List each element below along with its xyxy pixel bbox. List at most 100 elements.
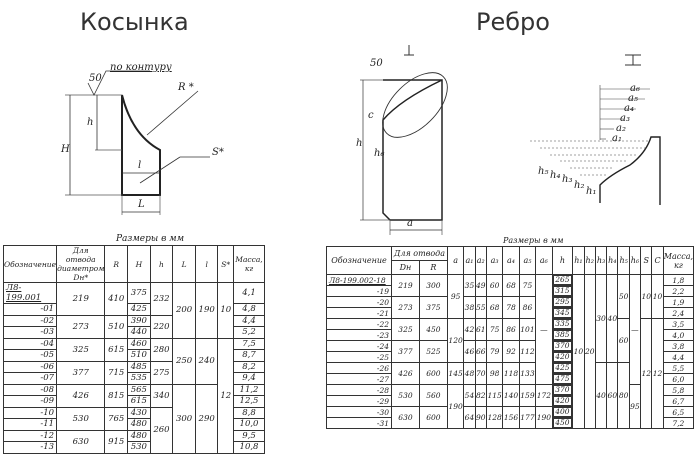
h3: 30 <box>594 274 608 363</box>
a: 145 <box>446 362 465 385</box>
detail-label-h3: h₃ <box>562 174 573 185</box>
a2: 49 <box>474 274 487 297</box>
h: 475 <box>551 373 574 385</box>
header-row: Обозначение Для отвода a a₁ a₂ a₃ a₄ a₅ … <box>326 246 695 275</box>
l: 290 <box>194 383 219 454</box>
designation: -10 <box>2 406 58 419</box>
col-a1: a₁ <box>463 246 476 275</box>
col-S: S* <box>217 245 234 283</box>
h: 420 <box>551 395 574 407</box>
mass: 3,8 <box>662 340 695 352</box>
table-row: -07 535 9,4 <box>2 372 265 385</box>
a3: 68 <box>485 296 504 319</box>
detail-label-a6: a₆ <box>630 83 640 94</box>
label-L: L <box>138 199 145 210</box>
table-row: -24 377 525 46 66 79 92 112 370 3,8 <box>326 340 695 363</box>
designation: -30 <box>326 406 392 418</box>
table-row: -30 630 600 64 90 128 156 177 190 400 6,… <box>326 406 695 429</box>
r: 715 <box>104 360 129 385</box>
dn: 325 <box>56 337 106 362</box>
h: 370 <box>551 340 574 352</box>
dn: 426 <box>391 362 420 385</box>
h: 335 <box>551 318 574 330</box>
a2: 61 <box>474 318 487 341</box>
h4: 40 <box>606 274 619 363</box>
L: 250 <box>172 337 196 385</box>
r: 375 <box>418 296 448 319</box>
col-h: h <box>551 246 574 275</box>
col-h3: h₃ <box>594 246 608 275</box>
mass: 8,2 <box>233 360 265 373</box>
designation: -05 <box>2 349 58 362</box>
col-h5: h₅ <box>617 246 630 275</box>
mass: 7,2 <box>662 417 695 429</box>
a3: 79 <box>485 340 504 363</box>
mass: 6,0 <box>662 373 695 385</box>
r: 510 <box>104 314 129 339</box>
H: 430 <box>127 406 151 419</box>
h: 420 <box>551 351 574 363</box>
a5: 86 <box>518 296 537 319</box>
h: 280 <box>149 337 174 362</box>
designation: Л8-199.001 <box>2 282 58 304</box>
a3: 115 <box>485 384 504 407</box>
r: 815 <box>104 383 129 408</box>
table-row: -28 530 560 190 54 82 115 140 159 172 37… <box>326 384 695 429</box>
detail-label-a1: a₁ <box>612 133 622 144</box>
designation: -19 <box>326 285 392 297</box>
S: 12 <box>640 318 653 429</box>
table-row: Л8-199.001 219 410 375 232 200 190 10 4,… <box>2 282 265 339</box>
rib-table: Обозначение Для отвода a a₁ a₂ a₃ a₄ a₅ … <box>326 246 695 429</box>
dn: 630 <box>56 429 106 454</box>
a3: 128 <box>485 406 504 429</box>
mass: 6,7 <box>662 395 695 407</box>
table-row: -21 345 2,4 <box>326 307 695 319</box>
col-a6: a₆ <box>535 246 553 275</box>
a2: 82 <box>474 384 487 407</box>
h: 315 <box>551 285 574 297</box>
designation: -11 <box>2 418 58 431</box>
designation: -09 <box>2 395 58 408</box>
a1: 46 <box>463 340 476 363</box>
designation: -24 <box>326 340 392 352</box>
table-row: -26 426 600 145 48 70 98 118 133 425 40 … <box>326 362 695 429</box>
gusset-drawing <box>65 70 210 215</box>
dn: 325 <box>391 318 420 341</box>
table-row: -01 425 4,8 <box>2 303 265 316</box>
h: 265 <box>551 274 574 286</box>
designation: -28 <box>326 384 392 396</box>
h: 295 <box>551 296 574 308</box>
a4: 78 <box>502 296 520 319</box>
a4: 140 <box>502 384 520 407</box>
designation: -01 <box>2 303 58 316</box>
mass: 4,8 <box>233 303 265 316</box>
mass: 6,5 <box>662 406 695 418</box>
a4: 86 <box>502 318 520 341</box>
a5: 133 <box>518 362 537 385</box>
mass: 8,7 <box>233 349 265 362</box>
mass: 5,5 <box>662 362 695 374</box>
detail-label-a2: a₂ <box>616 123 626 134</box>
h: 450 <box>551 417 574 429</box>
title-kosynka: Косынка <box>80 8 189 36</box>
a1: 64 <box>463 406 476 429</box>
label-h: h <box>87 117 94 128</box>
designation: -03 <box>2 326 58 339</box>
table-row: Л8-199.002-18 219 300 95 35 49 60 68 75 … <box>326 274 695 429</box>
a1: 38 <box>463 296 476 319</box>
h: 345 <box>551 307 574 319</box>
a1: 48 <box>463 362 476 385</box>
rib-label-a: a <box>407 218 413 229</box>
col-a5: a₅ <box>518 246 537 275</box>
r: 600 <box>418 406 448 429</box>
designation: -22 <box>326 318 392 330</box>
dn: 530 <box>391 384 420 407</box>
table-row: -06 377 715 485 275 8,2 <box>2 360 265 385</box>
h6: 95 <box>628 384 642 429</box>
a3: 60 <box>485 274 504 297</box>
col-h2: h₂ <box>583 246 596 275</box>
table-row: -29 420 6,7 <box>326 395 695 407</box>
col-mass: Масса, кг <box>233 245 265 283</box>
H: 375 <box>127 282 151 304</box>
H: 485 <box>127 360 151 373</box>
